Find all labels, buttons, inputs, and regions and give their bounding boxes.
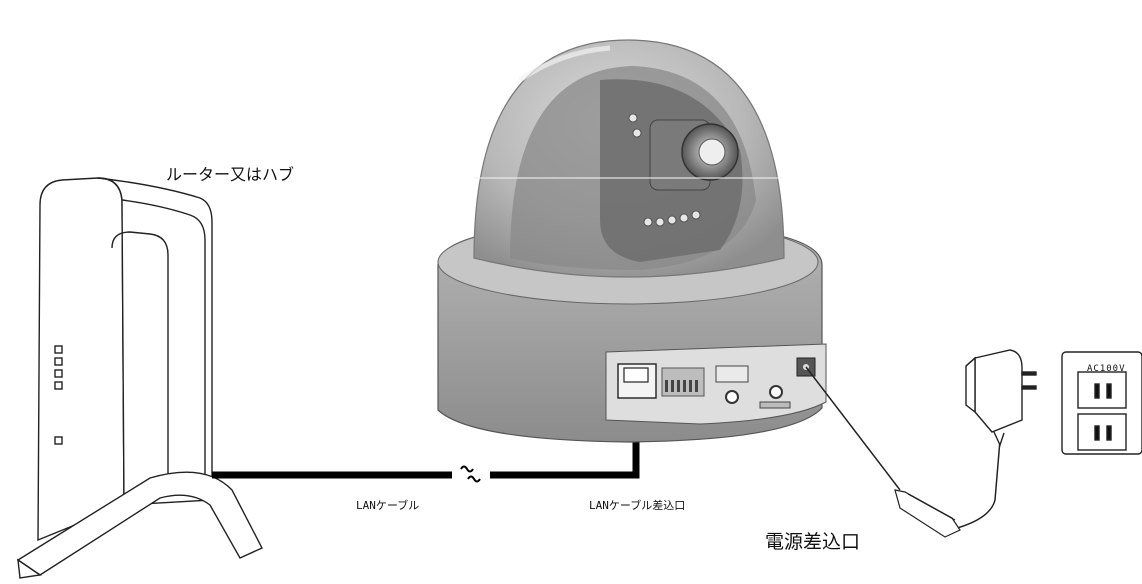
- lan-port-label: LANケーブル差込口: [589, 499, 686, 512]
- router-icon: [16, 177, 263, 579]
- dc-plug-icon: [894, 489, 961, 538]
- router-label: ルーター又はハブ: [166, 165, 295, 184]
- network-camera-icon: [437, 39, 827, 443]
- ac-adapter-icon: [965, 349, 1037, 447]
- wall-outlet-icon: [1061, 351, 1142, 455]
- power-port-label: 電源差込口: [765, 531, 861, 553]
- outlet-voltage-label: AC100V: [1087, 364, 1126, 374]
- lan-cable-label: LANケーブル: [356, 499, 420, 512]
